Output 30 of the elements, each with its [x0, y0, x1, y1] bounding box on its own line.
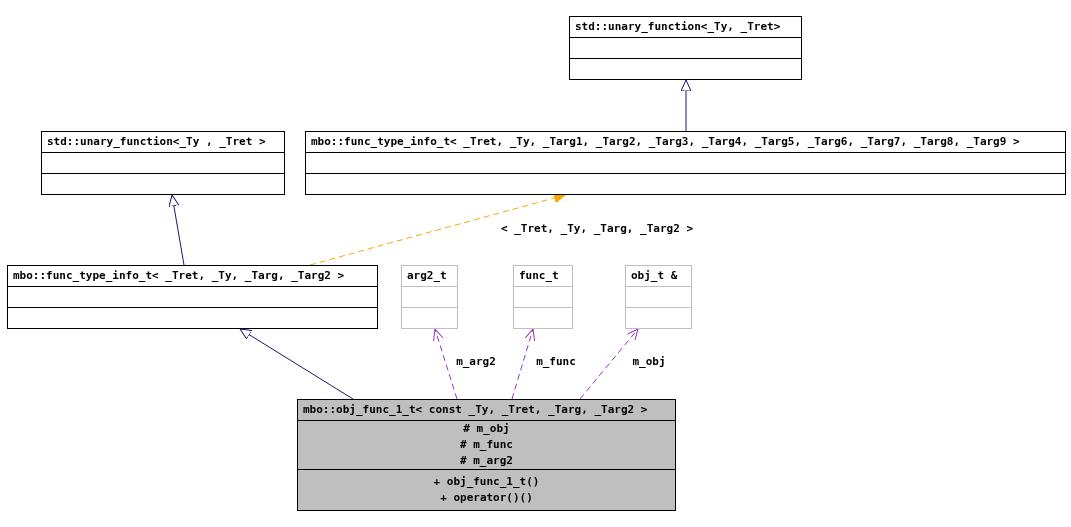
- class-box: [305, 131, 1066, 195]
- class-name: mbo::obj_func_1_t< const _Ty, _Tret, _Targ, _Targ2 >: [303, 401, 648, 418]
- method-text: + operator()(): [440, 490, 533, 506]
- inheritance-arrow: [168, 194, 185, 266]
- inheritance-arrow: [680, 79, 692, 132]
- class-name: std::unary_function<_Ty, _Tret>: [575, 18, 781, 35]
- dashed-arrow: [433, 328, 458, 400]
- edge-label: m_func: [534, 355, 578, 369]
- attribute-text: # m_func: [460, 437, 513, 453]
- inheritance-arrow: [239, 328, 354, 400]
- class-box: [625, 265, 692, 329]
- method-text: + obj_func_1_t(): [433, 474, 540, 490]
- class-box: [513, 265, 573, 329]
- class-box: [7, 265, 378, 329]
- dashed-arrow: [511, 328, 536, 400]
- edge-label: m_arg2: [454, 355, 498, 369]
- class-box: [297, 399, 676, 511]
- edge-label: < _Tret, _Ty, _Targ, _Targ2 >: [498, 222, 696, 236]
- class-name: obj_t &: [631, 267, 678, 284]
- class-box: [401, 265, 458, 329]
- class-box: [41, 131, 285, 195]
- attribute-text: # m_obj: [463, 421, 510, 437]
- dashed-arrow: [579, 328, 639, 400]
- class-name: arg2_t: [407, 267, 447, 284]
- class-box: [569, 16, 802, 80]
- class-name: func_t: [519, 267, 559, 284]
- attribute-text: # m_arg2: [460, 453, 513, 469]
- class-name: mbo::func_type_info_t< _Tret, _Ty, _Targ, _Targ2 >: [13, 267, 345, 284]
- class-name: std::unary_function<_Ty , _Tret >: [47, 133, 266, 150]
- class-name: mbo::func_type_info_t< _Tret, _Ty, _Targ1, _Targ2, _Targ3, _Targ4, _Targ5, _Targ6, _Targ7, _Targ8, _Targ9 >: [311, 133, 1020, 150]
